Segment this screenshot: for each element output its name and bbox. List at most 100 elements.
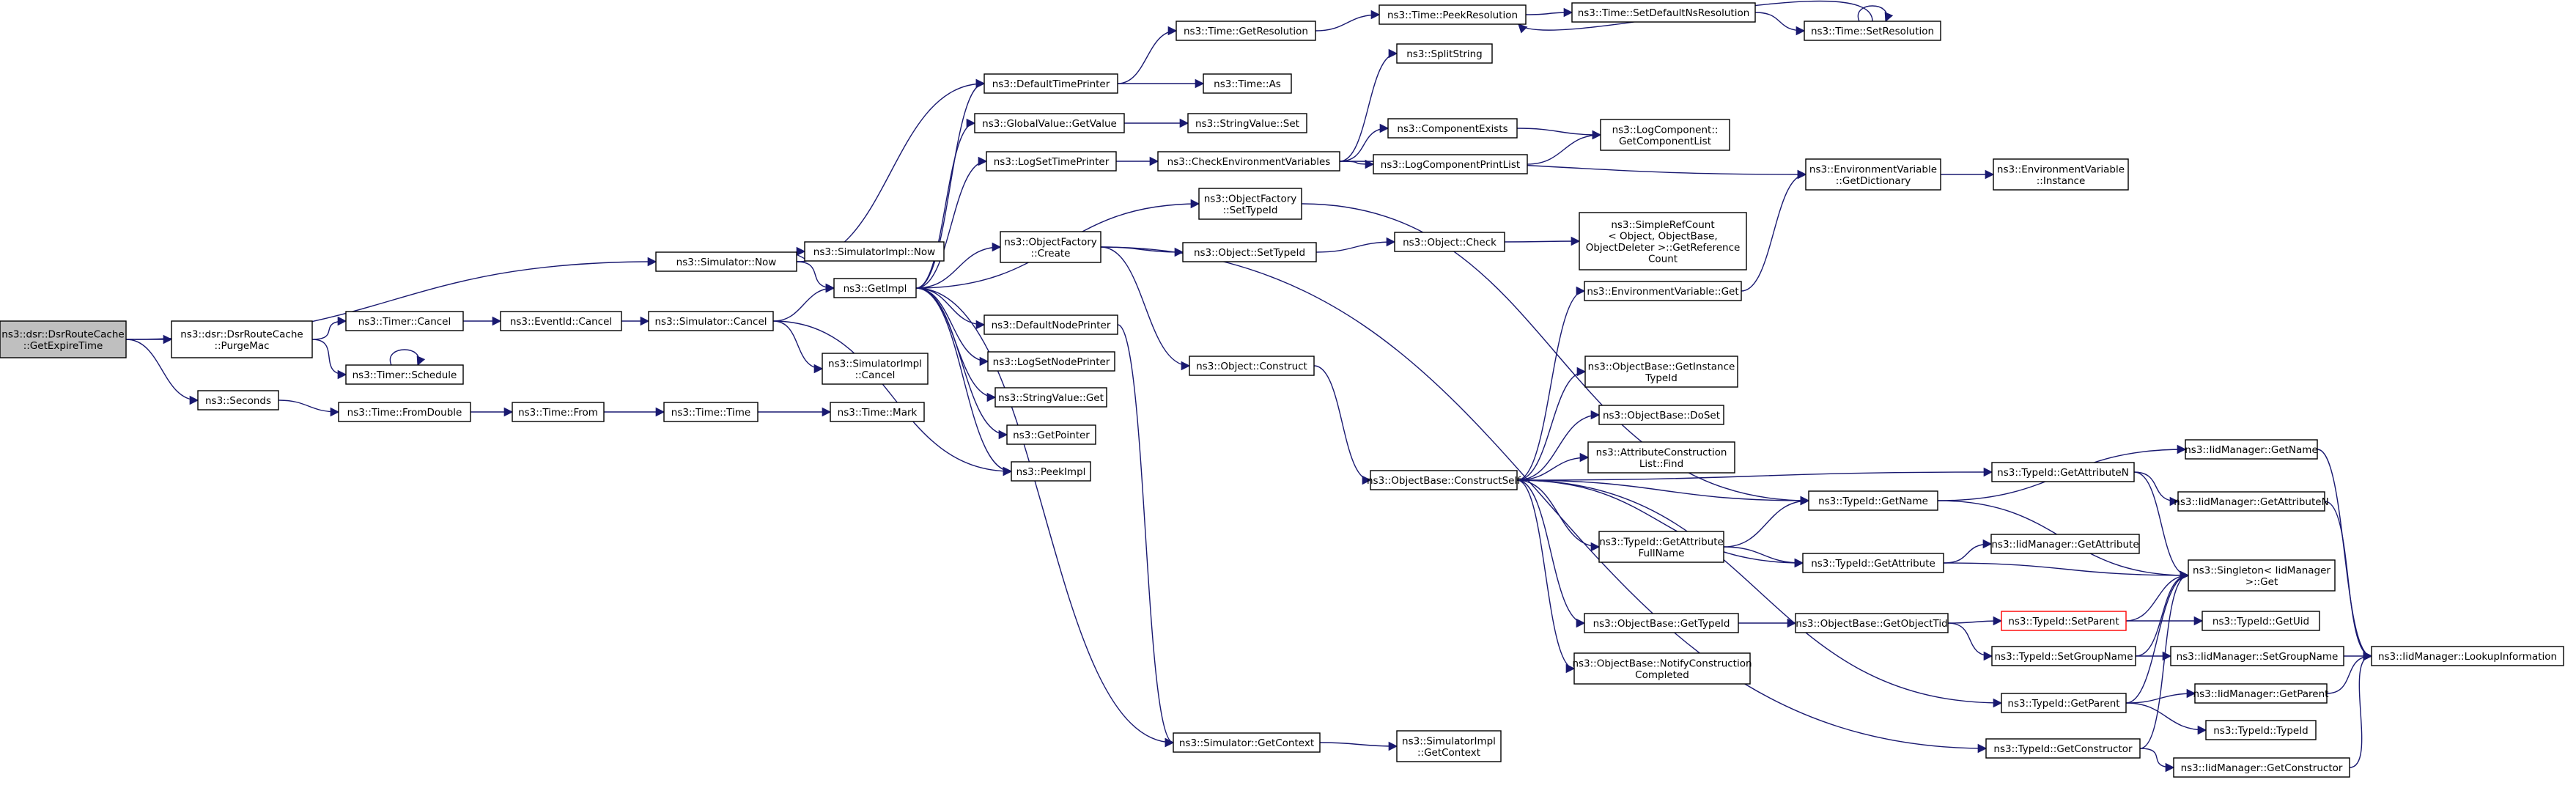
- node-splitstring[interactable]: ns3::SplitString: [1396, 43, 1493, 64]
- node-logsettimeprinter[interactable]: ns3::LogSetTimePrinter: [986, 151, 1117, 172]
- node-time-as[interactable]: ns3::Time::As: [1203, 73, 1292, 94]
- node-box: [974, 113, 1125, 133]
- node-defaulttimeprinter[interactable]: ns3::DefaultTimePrinter: [983, 73, 1118, 94]
- node-setdefaultnsres[interactable]: ns3::Time::SetDefaultNsResolution: [1571, 2, 1756, 23]
- node-simimpl-now[interactable]: ns3::SimulatorImpl::Now: [804, 241, 945, 262]
- node-getimpl[interactable]: ns3::GetImpl: [833, 278, 917, 298]
- node-typeid-setparent[interactable]: ns3::TypeId::SetParent: [2001, 611, 2127, 631]
- node-envvar-instance[interactable]: ns3::EnvironmentVariable::Instance: [1993, 158, 2129, 191]
- node-obj-construct[interactable]: ns3::Object::Construct: [1189, 356, 1315, 376]
- node-iid-getname[interactable]: ns3::IidManager::GetName: [2185, 439, 2318, 460]
- node-peekresolution[interactable]: ns3::Time::PeekResolution: [1379, 4, 1527, 25]
- node-iid-getconstructor[interactable]: ns3::IidManager::GetConstructor: [2173, 757, 2350, 778]
- edge-purgemac-to-timer-schedule: [311, 339, 347, 380]
- node-iid-setgroupname[interactable]: ns3::IidManager::SetGroupName: [2170, 646, 2344, 666]
- edge-ob-constructself-to-envvar-get: [1516, 286, 1586, 481]
- node-time-mark[interactable]: ns3::Time::Mark: [830, 402, 925, 422]
- node-purgemac[interactable]: ns3::dsr::DsrRouteCache::PurgeMac: [171, 320, 313, 358]
- node-ob-getobjecttid[interactable]: ns3::ObjectBase::GetObjectTid: [1795, 613, 1949, 633]
- node-singleton-get[interactable]: ns3::Singleton< IidManager>::Get: [2188, 559, 2336, 592]
- node-typeid-getparent[interactable]: ns3::TypeId::GetParent: [2001, 693, 2127, 713]
- node-label: ns3::TypeId::TypeId: [2213, 725, 2309, 737]
- node-logcomponentprintlist[interactable]: ns3::LogComponentPrintList: [1373, 154, 1528, 174]
- node-iid-getattributen[interactable]: ns3::IidManager::GetAttributeN: [2174, 491, 2329, 512]
- node-label: ns3::Time::From: [518, 407, 598, 419]
- node-obj-settypeid[interactable]: ns3::Object::SetTypeId: [1182, 242, 1317, 262]
- edge-time-setresolution-to-time-setresolution: [1857, 5, 1894, 23]
- node-ob-doset[interactable]: ns3::ObjectBase::DoSet: [1598, 405, 1724, 425]
- node-ob-gettypeid[interactable]: ns3::ObjectBase::GetTypeId: [1584, 613, 1739, 633]
- edge-checkenv-to-componentexists: [1339, 123, 1390, 162]
- node-checkenv[interactable]: ns3::CheckEnvironmentVariables: [1157, 151, 1340, 172]
- node-label: ns3::TypeId::SetParent: [2008, 616, 2119, 627]
- node-typeid-getattributen[interactable]: ns3::TypeId::GetAttributeN: [1991, 462, 2135, 482]
- node-box: [1993, 158, 2129, 191]
- node-simimpl-cancel[interactable]: ns3::SimulatorImpl::Cancel: [822, 353, 929, 385]
- node-time-getresolution[interactable]: ns3::Time::GetResolution: [1176, 21, 1316, 41]
- node-simimpl-getcontext[interactable]: ns3::SimulatorImpl::GetContext: [1396, 730, 1502, 762]
- node-time-setresolution[interactable]: ns3::Time::SetResolution: [1804, 21, 1941, 41]
- node-typeid-getattribute[interactable]: ns3::TypeId::GetAttribute: [1802, 553, 1944, 573]
- node-ob-constructself[interactable]: ns3::ObjectBase::ConstructSelf: [1367, 470, 1521, 490]
- edge-envvar-get-to-envvar-getdict: [1741, 169, 1807, 292]
- edge-sim-getcontext-to-simimpl-getcontext: [1319, 741, 1398, 751]
- node-simplerefcount[interactable]: ns3::SimpleRefCount< Object, ObjectBase,…: [1579, 212, 1747, 270]
- node-label: ns3::LogSetTimePrinter: [994, 156, 1110, 168]
- node-getpointer[interactable]: ns3::GetPointer: [1006, 424, 1096, 445]
- node-iid-lookup[interactable]: ns3::IidManager::LookupInformation: [2371, 646, 2564, 666]
- node-logsetnodeprinter[interactable]: ns3::LogSetNodePrinter: [987, 351, 1115, 372]
- node-box: [1387, 118, 1518, 139]
- edge-defaultnodeprinter-to-sim-getcontext: [1117, 324, 1175, 748]
- node-box: [1573, 652, 1751, 685]
- edge-time-getresolution-to-peekresolution: [1315, 10, 1381, 32]
- node-label: < Object, ObjectBase,: [1608, 230, 1717, 242]
- node-sim-getcontext[interactable]: ns3::Simulator::GetContext: [1173, 732, 1321, 753]
- node-typeid-getuid[interactable]: ns3::TypeId::GetUid: [2202, 611, 2320, 631]
- node-defaultnodeprinter[interactable]: ns3::DefaultNodePrinter: [983, 314, 1118, 335]
- node-envvar-get[interactable]: ns3::EnvironmentVariable::Get: [1584, 281, 1742, 301]
- node-obj-check[interactable]: ns3::Object::Check: [1394, 232, 1505, 252]
- node-sv-set[interactable]: ns3::StringValue::Set: [1187, 113, 1307, 133]
- edge-obj-settypeid-to-obj-check: [1315, 237, 1396, 253]
- node-timer-cancel[interactable]: ns3::Timer::Cancel: [345, 311, 464, 331]
- node-peekimpl[interactable]: ns3::PeekImpl: [1011, 461, 1091, 482]
- node-eventid-cancel[interactable]: ns3::EventId::Cancel: [500, 311, 622, 331]
- node-time-time[interactable]: ns3::Time::Time: [663, 402, 759, 422]
- node-iid-getattribute[interactable]: ns3::IidManager::GetAttribute: [1990, 534, 2140, 554]
- node-box: [2188, 559, 2336, 592]
- edge-componentexists-to-logcomp-getlist: [1516, 128, 1602, 140]
- node-typeid-setgroupname[interactable]: ns3::TypeId::SetGroupName: [1991, 646, 2136, 666]
- edge-ob-getobjecttid-to-typeid-setparent: [1947, 616, 2003, 626]
- node-sim-now[interactable]: ns3::Simulator::Now: [655, 251, 797, 272]
- node-sv-get[interactable]: ns3::StringValue::Get: [994, 387, 1107, 408]
- node-sim-cancel[interactable]: ns3::Simulator::Cancel: [648, 311, 774, 331]
- node-envvar-getdict[interactable]: ns3::EnvironmentVariable::GetDictionary: [1805, 158, 1941, 191]
- node-seconds[interactable]: ns3::Seconds: [197, 390, 279, 410]
- node-label: ns3::EventId::Cancel: [510, 316, 612, 328]
- node-logcomp-getlist[interactable]: ns3::LogComponent::GetComponentList: [1600, 119, 1730, 151]
- node-time-from[interactable]: ns3::Time::From: [512, 402, 605, 422]
- edge-typeid-getattributen-to-iid-getattributen: [2133, 471, 2180, 507]
- node-box: [1991, 462, 2135, 482]
- edge-typeid-getattributen-to-singleton-get: [2133, 471, 2190, 581]
- node-box: [1176, 21, 1316, 41]
- edge-ob-constructself-to-ob-gettypeid: [1516, 479, 1586, 628]
- node-typeid-getconstructor[interactable]: ns3::TypeId::GetConstructor: [1985, 738, 2141, 759]
- node-of-create[interactable]: ns3::ObjectFactory::Create: [1000, 231, 1101, 263]
- node-typeid-typeid[interactable]: ns3::TypeId::TypeId: [2205, 720, 2317, 740]
- node-of-settypeid[interactable]: ns3::ObjectFactory::SetTypeId: [1198, 188, 1302, 220]
- node-root[interactable]: ns3::dsr::DsrRouteCache::GetExpireTime: [0, 320, 127, 358]
- node-componentexists[interactable]: ns3::ComponentExists: [1387, 118, 1518, 139]
- node-label: ns3::SplitString: [1406, 48, 1483, 60]
- node-timer-schedule[interactable]: ns3::Timer::Schedule: [345, 364, 464, 385]
- node-typeid-getname[interactable]: ns3::TypeId::GetName: [1808, 490, 1938, 511]
- node-iid-getparent[interactable]: ns3::IidManager::GetParent: [2193, 683, 2329, 704]
- node-fromdouble[interactable]: ns3::Time::FromDouble: [338, 402, 471, 422]
- node-label: ns3::ObjectBase::GetObjectTid: [1796, 618, 1947, 630]
- node-gv-getvalue[interactable]: ns3::GlobalValue::GetValue: [974, 113, 1125, 133]
- node-ob-notify[interactable]: ns3::ObjectBase::NotifyConstructionCompl…: [1572, 652, 1752, 685]
